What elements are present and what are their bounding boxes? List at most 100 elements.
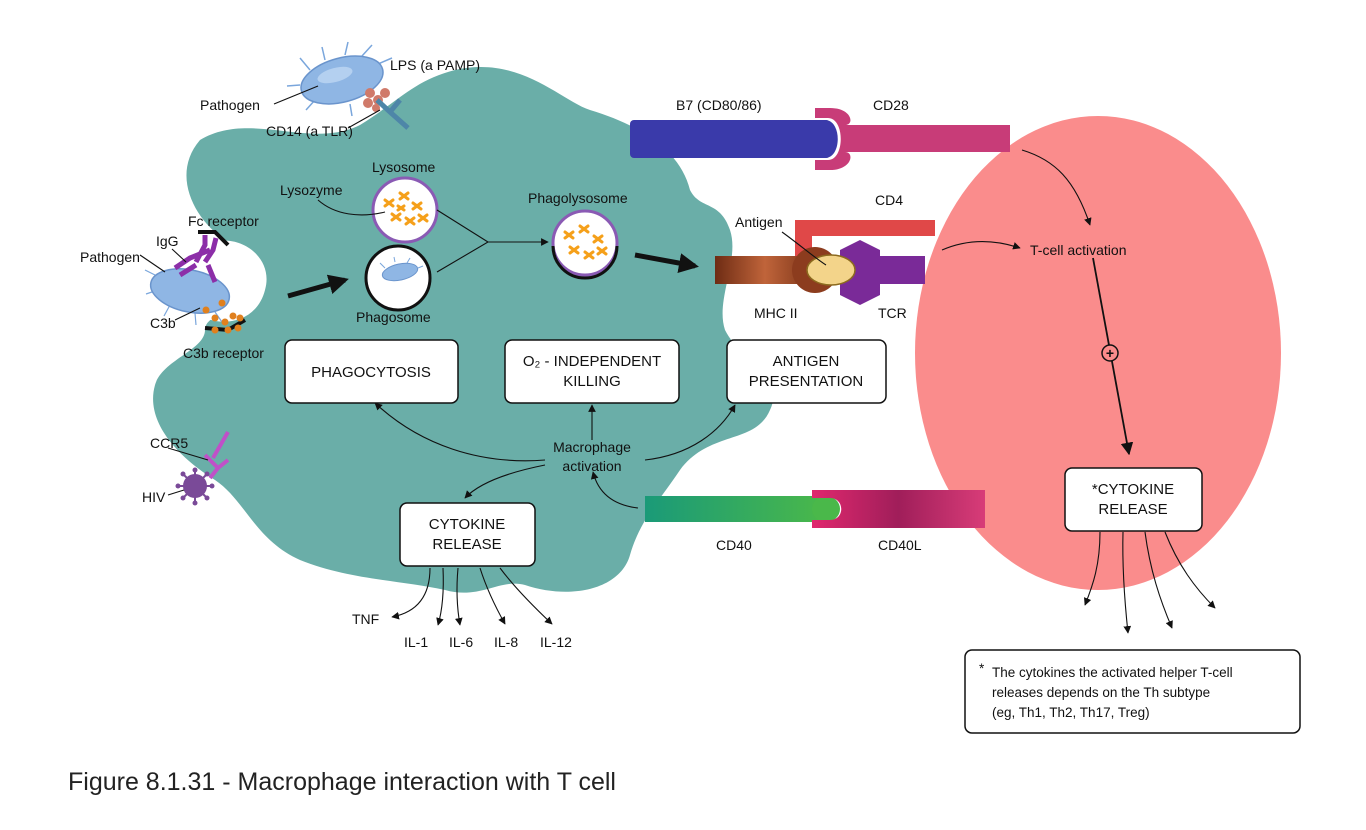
lysosome — [371, 176, 439, 244]
cd28-label: CD28 — [873, 97, 909, 113]
b7-label: B7 (CD80/86) — [676, 97, 762, 113]
pathogen-top-group — [286, 41, 410, 130]
ccr5-receptor — [203, 431, 230, 480]
cd40l-label: CD40L — [878, 537, 922, 553]
antigen-label: Antigen — [735, 214, 782, 230]
macrophage-activation-label-1: Macrophage — [553, 439, 631, 455]
phagocytosis-label: PHAGOCYTOSIS — [311, 364, 431, 381]
cytokine-release-label-1: CYTOKINE — [429, 516, 505, 533]
fc-receptor-outline — [198, 230, 230, 247]
arrow-to-phagocytosis — [374, 402, 546, 462]
lysozyme-leader — [317, 199, 386, 216]
phagosome-label: Phagosome — [356, 309, 431, 325]
cd4-molecule — [795, 220, 935, 270]
il8-label: IL-8 — [494, 634, 518, 650]
il12-label: IL-12 — [540, 634, 572, 650]
footnote-line-1: The cytokines the activated helper T-cel… — [992, 665, 1233, 680]
antigen-presentation-label-1: ANTIGEN — [773, 353, 840, 370]
lps-label: LPS (a PAMP) — [390, 57, 480, 73]
b7-cap — [810, 120, 838, 158]
arrow-to-mhc — [634, 252, 699, 273]
arrow-tcell-cyto-1 — [1083, 531, 1101, 606]
pathogen-top-leader — [273, 85, 319, 105]
hiv-group — [175, 431, 230, 506]
cd28-molecule — [815, 108, 1010, 170]
lysosome-label: Lysosome — [372, 159, 436, 175]
cd14-receptor — [375, 98, 410, 130]
mhc2-label: MHC II — [754, 305, 798, 321]
o2-killing-label-2: KILLING — [563, 373, 621, 390]
antigen-peptide — [806, 254, 856, 286]
pathogen-left-leader — [139, 254, 166, 273]
igg-label: IgG — [156, 233, 179, 249]
fc-receptor-label: Fc receptor — [188, 213, 259, 229]
tcell-cytokine-label-1: *CYTOKINE — [1092, 481, 1174, 498]
plus-symbol: + — [1106, 345, 1114, 361]
pathogen-left-label: Pathogen — [80, 249, 140, 265]
phagosome — [364, 244, 432, 312]
c3b-label: C3b — [150, 315, 176, 331]
arrow-il6 — [455, 567, 463, 626]
arrow-tcell-cyto-2 — [1122, 531, 1132, 634]
antigen-leader — [781, 231, 827, 266]
arrow-il12 — [499, 567, 553, 625]
pathogen-top-label: Pathogen — [200, 97, 260, 113]
igg-antibody — [173, 235, 219, 283]
cd40l-molecule — [812, 490, 985, 528]
cd14-leader — [347, 109, 381, 129]
pathogen-left — [149, 268, 231, 314]
antigen-presentation-box: ANTIGEN PRESENTATION — [726, 339, 887, 404]
footnote-asterisk: * — [979, 661, 985, 676]
hiv-virus — [183, 474, 207, 498]
plus-circle — [1101, 344, 1119, 362]
igg-leader — [171, 248, 187, 263]
c3b-receptor-label: C3b receptor — [183, 345, 264, 361]
cd40-label: CD40 — [716, 537, 752, 553]
cd4-label: CD4 — [875, 192, 903, 208]
antigen-presentation-label-2: PRESENTATION — [749, 373, 863, 390]
lysozyme-label: Lysozyme — [280, 182, 343, 198]
c3b-particles — [202, 299, 244, 334]
tcell-cytokine-release-box: *CYTOKINE RELEASE — [1064, 467, 1203, 532]
il6-label: IL-6 — [449, 634, 473, 650]
hiv-label: HIV — [142, 489, 166, 505]
footnote-line-3: (eg, Th1, Th2, Th17, Treg) — [992, 705, 1150, 720]
arrow-tnf — [391, 567, 431, 620]
il1-label: IL-1 — [404, 634, 428, 650]
arrow-engulf — [287, 274, 349, 299]
cd40-molecule — [645, 496, 825, 522]
ccr5-label: CCR5 — [150, 435, 188, 451]
cytokine-release-box: CYTOKINE RELEASE — [399, 502, 536, 567]
figure-caption: Figure 8.1.31 - Macrophage interaction w… — [68, 768, 616, 796]
arrow-tcell-cyto-3 — [1144, 531, 1173, 629]
phagocytosis-box: PHAGOCYTOSIS — [284, 339, 459, 404]
cd40-tip — [812, 496, 840, 522]
c3b-leader — [174, 307, 201, 321]
ccr5-leader — [167, 447, 209, 461]
arrow-cd40-activation — [590, 471, 639, 509]
o2-killing-box: O₂ - INDEPENDENT KILLING — [504, 339, 680, 404]
footnote-line-2: releases depends on the Th subtype — [992, 685, 1210, 700]
arrow-cd28-activation — [1021, 149, 1092, 226]
macrophage-activation-label-2: activation — [562, 458, 621, 474]
phagolysosome-label: Phagolysosome — [528, 190, 628, 206]
tcell-activation-label: T-cell activation — [1030, 242, 1126, 258]
footnote-box: * The cytokines the activated helper T-c… — [964, 649, 1301, 734]
arrow-tcr-activation — [941, 240, 1021, 251]
arrow-to-antigen-presentation — [644, 404, 736, 461]
macrophage-cell — [153, 66, 774, 593]
lysozyme-particles — [383, 191, 429, 226]
tnf-label: TNF — [352, 611, 379, 627]
arrow-il1 — [436, 567, 444, 626]
tcell-cytokine-label-2: RELEASE — [1098, 501, 1167, 518]
tcr-head — [840, 240, 880, 305]
lps-molecules — [363, 88, 390, 112]
cytokine-release-label-2: RELEASE — [432, 536, 501, 553]
o2-killing-label-1: O₂ - INDEPENDENT — [523, 353, 661, 370]
phagolysosome — [551, 209, 619, 280]
arrow-tcell-cyto-4 — [1164, 531, 1216, 609]
b7-molecule — [630, 120, 830, 158]
pathogen-left-group — [144, 235, 244, 334]
arrow-to-cytokine-release — [464, 464, 546, 499]
